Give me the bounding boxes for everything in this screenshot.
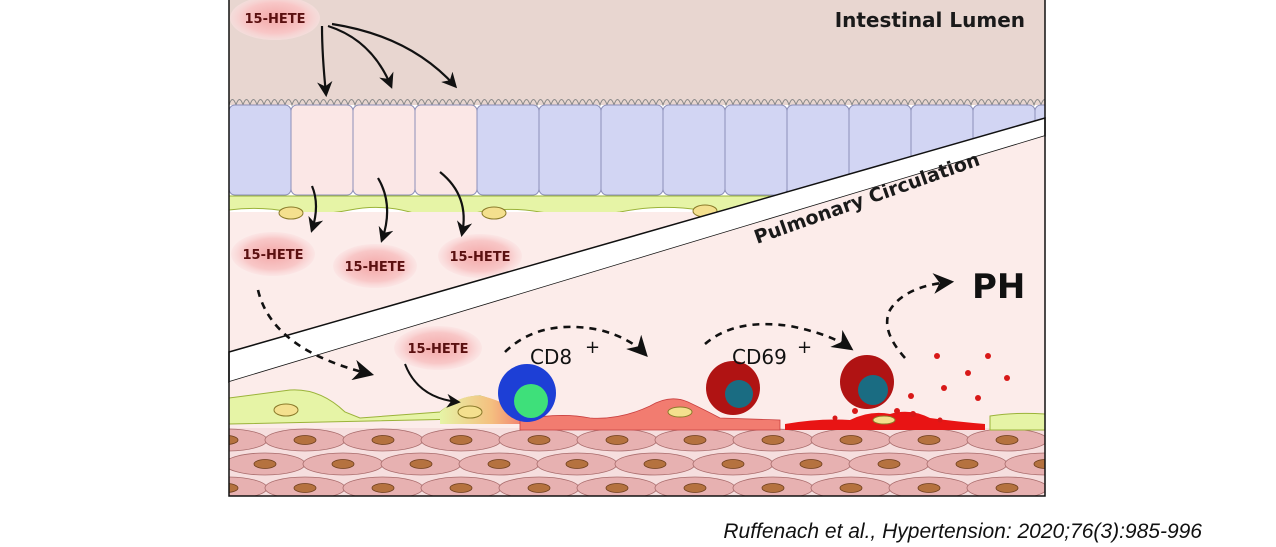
epithelial-cell-absorbing bbox=[414, 104, 478, 196]
endothelial-nucleus bbox=[278, 206, 304, 220]
smooth-muscle-nucleus bbox=[683, 483, 707, 493]
endothelial-nucleus bbox=[457, 405, 483, 419]
vascular-endothelium-healthy-right bbox=[989, 412, 1045, 431]
smooth-muscle-nucleus bbox=[839, 435, 863, 445]
svg-text:+: + bbox=[585, 337, 600, 358]
endothelial-nucleus bbox=[481, 206, 507, 220]
cd8-t-cell bbox=[498, 364, 556, 422]
svg-text:CD8: CD8 bbox=[530, 345, 572, 369]
smooth-muscle-nucleus bbox=[527, 483, 551, 493]
epithelial-cell-absorbing bbox=[290, 104, 354, 196]
smooth-muscle-nucleus bbox=[1074, 484, 1096, 493]
smooth-muscle-nucleus bbox=[293, 483, 317, 493]
smooth-muscle-layer bbox=[229, 428, 1096, 496]
smooth-muscle-nucleus bbox=[1074, 436, 1096, 445]
smooth-muscle-cell bbox=[229, 428, 268, 452]
hete-tissue-3: 15-HETE bbox=[438, 234, 522, 278]
endothelial-nucleus bbox=[667, 406, 693, 418]
smooth-muscle-nucleus bbox=[605, 483, 629, 493]
svg-text:15-HETE: 15-HETE bbox=[245, 12, 306, 27]
smooth-muscle-nucleus bbox=[449, 483, 473, 493]
smooth-muscle-nucleus bbox=[449, 435, 473, 445]
smooth-muscle-nucleus bbox=[917, 435, 941, 445]
svg-text:+: + bbox=[797, 337, 812, 358]
smooth-muscle-cell bbox=[1044, 428, 1045, 452]
smooth-muscle-nucleus bbox=[995, 435, 1019, 445]
pathway-arrows bbox=[256, 273, 955, 408]
smooth-muscle-nucleus bbox=[371, 483, 395, 493]
smooth-muscle-nucleus bbox=[799, 459, 823, 469]
epithelial-cell bbox=[662, 104, 726, 196]
svg-text:CD69: CD69 bbox=[732, 345, 787, 369]
pulmonary-panel bbox=[229, 136, 1096, 496]
endothelial-nucleus bbox=[273, 403, 299, 417]
cd8-label: CD8 + bbox=[530, 337, 600, 369]
smooth-muscle-nucleus bbox=[761, 483, 785, 493]
lumen-label: Intestinal Lumen bbox=[835, 8, 1025, 32]
epithelial-cell bbox=[229, 104, 292, 196]
svg-text:15-HETE: 15-HETE bbox=[408, 342, 469, 357]
smooth-muscle-nucleus bbox=[371, 435, 395, 445]
smooth-muscle-nucleus bbox=[605, 435, 629, 445]
cd69-label: CD69 + bbox=[732, 337, 812, 369]
smooth-muscle-nucleus bbox=[955, 459, 979, 469]
smooth-muscle-nucleus bbox=[839, 483, 863, 493]
smooth-muscle-nucleus bbox=[229, 435, 239, 445]
smooth-muscle-nucleus bbox=[917, 483, 941, 493]
epithelial-cell-absorbing bbox=[352, 104, 416, 196]
microvilli-border bbox=[229, 99, 1045, 107]
svg-text:15-HETE: 15-HETE bbox=[450, 250, 511, 265]
citation: Ruffenach et al., Hypertension: 2020;76(… bbox=[723, 520, 1202, 543]
smooth-muscle-cell bbox=[1004, 452, 1045, 476]
epithelial-cell bbox=[600, 104, 664, 196]
released-mediators bbox=[832, 353, 1010, 423]
epithelial-cell bbox=[538, 104, 602, 196]
cd69-t-cell bbox=[706, 361, 760, 415]
smooth-muscle-nucleus bbox=[253, 459, 277, 469]
smooth-muscle-nucleus bbox=[995, 483, 1019, 493]
ph-label: PH bbox=[972, 267, 1025, 307]
vascular-endothelium-inflamed bbox=[440, 395, 525, 424]
endothelial-nucleus bbox=[872, 415, 896, 425]
smooth-muscle-nucleus bbox=[761, 435, 785, 445]
absorption-arrows bbox=[308, 22, 473, 243]
smooth-muscle-nucleus bbox=[683, 435, 707, 445]
smooth-muscle-nucleus bbox=[643, 459, 667, 469]
hete-vessel: 15-HETE bbox=[394, 326, 482, 370]
smooth-muscle-nucleus bbox=[293, 435, 317, 445]
hete-tissue-1: 15-HETE bbox=[231, 232, 315, 276]
hete-lumen: 15-HETE bbox=[230, 0, 320, 40]
smooth-muscle-nucleus bbox=[487, 459, 511, 469]
smooth-muscle-cell bbox=[1044, 476, 1045, 496]
smooth-muscle-nucleus bbox=[527, 435, 551, 445]
svg-text:15-HETE: 15-HETE bbox=[243, 248, 304, 263]
smooth-muscle-nucleus bbox=[229, 483, 239, 493]
epithelial-cell bbox=[724, 104, 788, 196]
smooth-muscle-nucleus bbox=[877, 459, 901, 469]
smooth-muscle-nucleus bbox=[409, 459, 433, 469]
svg-text:15-HETE: 15-HETE bbox=[345, 260, 406, 275]
smooth-muscle-nucleus bbox=[331, 459, 355, 469]
vascular-endothelium-activated bbox=[519, 398, 781, 431]
epithelial-cell bbox=[476, 104, 540, 196]
smooth-muscle-nucleus bbox=[565, 459, 589, 469]
diagram-frame bbox=[228, 0, 1046, 497]
cd69-t-cell-activated bbox=[840, 355, 894, 409]
smooth-muscle-nucleus bbox=[1033, 459, 1045, 469]
smooth-muscle-nucleus bbox=[721, 459, 745, 469]
hete-tissue-2: 15-HETE bbox=[333, 244, 417, 288]
